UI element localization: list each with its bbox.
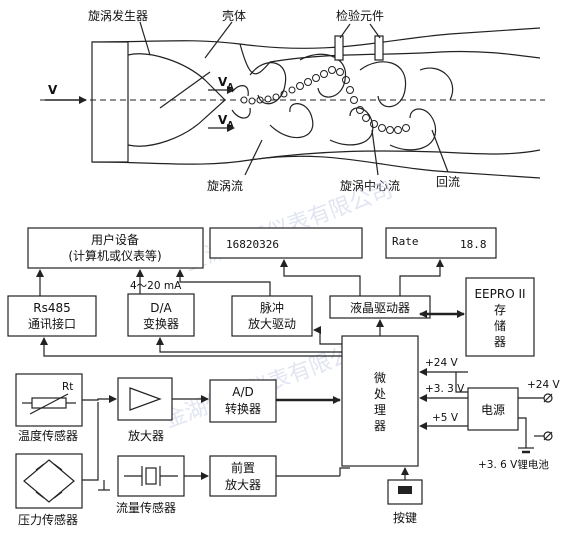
eeprom-line2: 存	[494, 303, 506, 317]
lcd-driver: 液晶驱动器	[350, 300, 410, 315]
da-line2: 变换器	[143, 316, 179, 331]
wire-mcu-pulse	[313, 326, 342, 345]
vortex-flowmeter-illustration: V VA VA	[40, 8, 545, 193]
current-range: 4～20 mA	[130, 280, 182, 292]
block-diagram: 用户设备 (计算机或仪表等) 16820326 Rate 18.8 Rs485 …	[7, 227, 560, 527]
wire-pressure-amp	[82, 402, 99, 481]
label-detector: 检验元件	[336, 8, 384, 23]
inlet-flange	[91, 41, 129, 163]
eeprom-line4: 器	[494, 335, 506, 349]
ad-line1: A/D	[232, 385, 254, 399]
keypad-button-icon	[398, 486, 412, 494]
label-backflow: 回流	[436, 175, 460, 189]
wire-pulse-user	[176, 269, 271, 296]
ad-line2: 转换器	[225, 401, 261, 416]
mcu-line4: 器	[374, 419, 386, 433]
lcd-driver-box	[329, 295, 431, 319]
amplifier-box	[117, 377, 173, 421]
pressure-sensor-label: 压力传感器	[18, 512, 78, 527]
wire-lcd-rate	[399, 259, 444, 296]
da-box	[127, 293, 195, 337]
eeprom-box	[465, 277, 535, 357]
power-supply-box	[467, 387, 519, 431]
rate-label: Rate	[392, 235, 419, 248]
leader-detector-a	[339, 23, 351, 39]
eeprom-line3: 储	[494, 318, 506, 333]
pressure-sensor-box	[15, 453, 83, 509]
leader-backflow	[431, 129, 449, 173]
label-vortex-center: 旋涡中心流	[340, 178, 400, 193]
v33: +3. 3 V	[425, 383, 465, 395]
bridge-resistors	[35, 463, 63, 499]
v5: +5 V	[432, 412, 459, 424]
user-device-box	[27, 227, 204, 269]
amplifier-triangle-icon	[129, 387, 162, 411]
pulse-driver-box	[231, 295, 313, 337]
leader-vortex-center	[371, 129, 379, 176]
rate-value: 18.8	[460, 238, 487, 251]
thermistor-slash	[29, 393, 69, 415]
pipe-inner-lower	[249, 149, 541, 161]
display-count-box	[209, 227, 363, 259]
rs485-box	[7, 295, 97, 337]
wire-preamp-mcu	[339, 467, 350, 476]
bridge-diamond-icon	[23, 459, 75, 503]
label-va-upper: VA	[218, 75, 234, 91]
leader-vortex-flow	[244, 139, 263, 176]
v24-b: +24 V	[527, 379, 560, 391]
keypad-label: 按键	[393, 511, 417, 525]
mcu-box	[341, 335, 419, 467]
generator-edge	[159, 71, 211, 109]
eeprom-line1: EEPRO II	[474, 287, 525, 301]
thermistor-symbol	[31, 397, 67, 409]
label-v: V	[48, 83, 58, 97]
wire-24v-supply	[455, 372, 468, 393]
wire-battery	[518, 417, 527, 448]
mcu-line3: 理	[374, 403, 386, 417]
rt-label: Rt	[62, 381, 73, 393]
pipe-inner-upper	[239, 43, 541, 75]
mcu-line2: 处	[374, 387, 386, 401]
wire-lcd-count	[280, 259, 361, 296]
pipe-shell	[91, 27, 541, 179]
detector-element-right	[374, 35, 384, 61]
wire-mcu-rs485	[40, 337, 342, 357]
label-vortex-generator: 旋涡发生器	[88, 8, 148, 23]
flow-sensor-label: 流量传感器	[116, 500, 176, 515]
label-va-lower: VA	[218, 113, 234, 129]
vortex-street-chain	[240, 66, 410, 134]
leader-detector-b	[369, 23, 381, 39]
pulse-line1: 脉冲	[260, 300, 284, 315]
wire-temp-amp	[82, 395, 117, 403]
leader-generator	[139, 21, 151, 56]
rs485-line1: Rs485	[33, 301, 71, 315]
user-device-line2: (计算机或仪表等)	[68, 248, 161, 263]
vortex-swirls	[231, 53, 454, 151]
battery-label: +3. 6 V锂电池	[478, 458, 549, 471]
preamp-line1: 前置	[231, 460, 255, 475]
wire-mcu-da	[156, 337, 342, 353]
pulse-line2: 放大驱动	[248, 316, 296, 331]
rate-display-box	[385, 227, 497, 259]
terminal-battery-slash	[543, 431, 553, 441]
user-device-line1: 用户设备	[91, 232, 139, 247]
label-shell: 壳体	[222, 9, 246, 23]
label-vortex-flow: 旋涡流	[207, 179, 243, 193]
temp-sensor-label: 温度传感器	[18, 428, 78, 443]
preamp-line2: 放大器	[225, 477, 261, 492]
leader-shell	[204, 21, 233, 59]
terminal-24v-slash	[543, 393, 553, 403]
da-line1: D/A	[150, 301, 172, 315]
rs485-line2: 通讯接口	[28, 316, 76, 331]
crystal-body	[145, 467, 157, 485]
detector-element-left	[334, 35, 344, 61]
amplifier-label: 放大器	[128, 428, 164, 443]
v24-a: +24 V	[425, 357, 458, 369]
power-supply-label: 电源	[481, 403, 505, 417]
display-count: 16820326	[226, 238, 279, 251]
mcu-line1: 微	[374, 371, 386, 385]
